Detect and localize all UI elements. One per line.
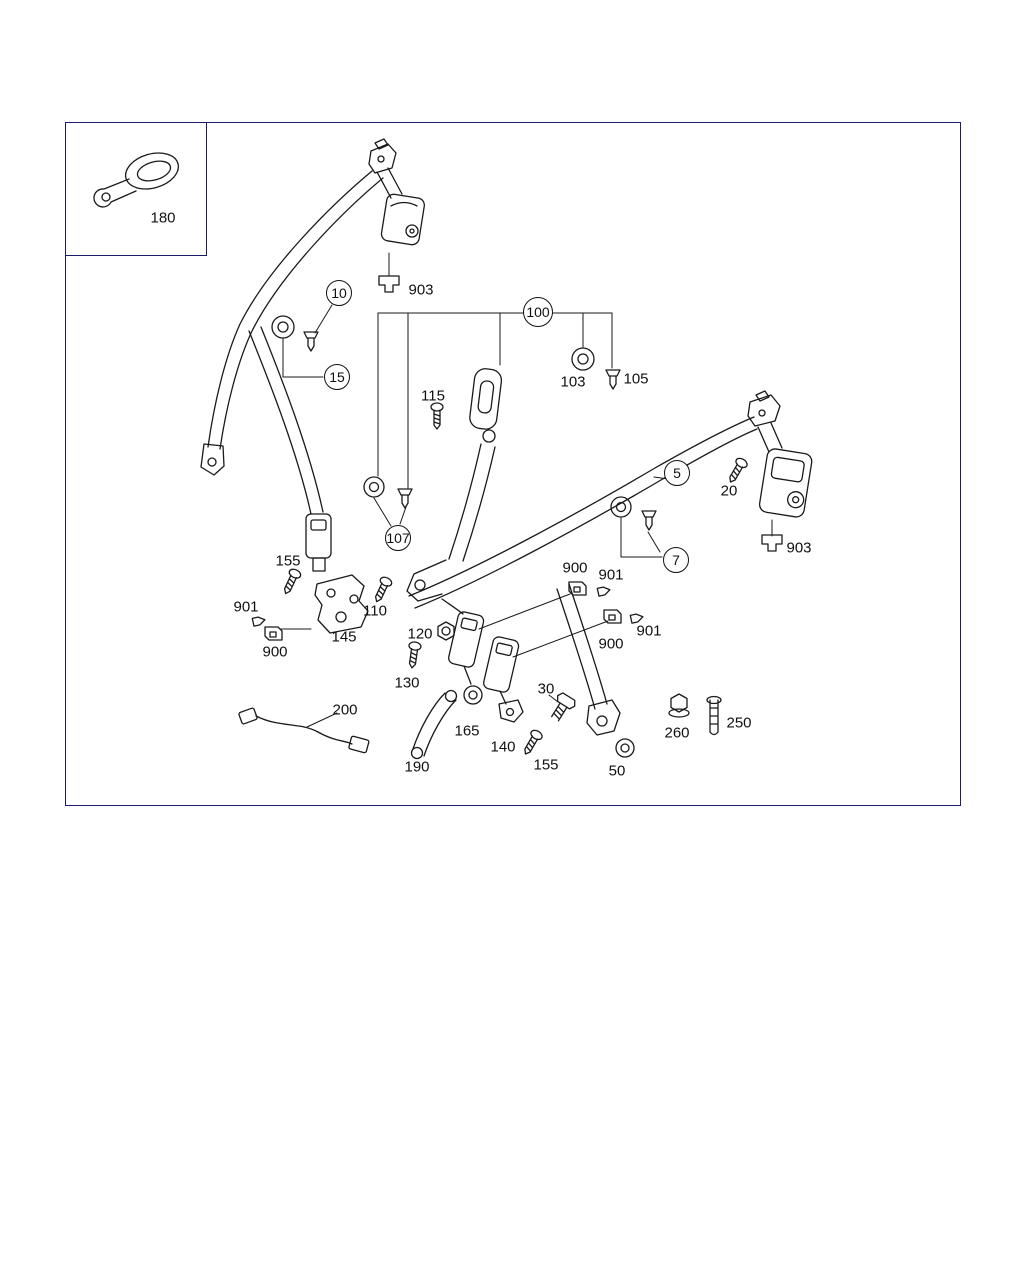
callout-100: 100 (523, 297, 553, 327)
part-number-180: 180 (150, 209, 176, 227)
callout-10: 10 (326, 280, 352, 306)
part-number-103: 103 (560, 373, 586, 391)
part-number-900-left: 900 (262, 643, 288, 661)
part-number-115: 115 (421, 387, 445, 405)
part-number-130: 130 (394, 674, 420, 692)
part-number-145: 145 (331, 628, 357, 646)
part-number-901-mid: 901 (598, 566, 624, 584)
part-number-165: 165 (454, 722, 480, 740)
part-number-260: 260 (664, 724, 690, 742)
part-number-140: 140 (490, 738, 516, 756)
part-number-903-right: 903 (786, 539, 812, 557)
part-number-200: 200 (332, 701, 358, 719)
part-number-110: 110 (363, 602, 387, 620)
part-number-105: 105 (623, 370, 649, 388)
part-number-155-right: 155 (533, 756, 559, 774)
inset-box (65, 122, 207, 256)
callout-107: 107 (385, 525, 411, 551)
callout-15: 15 (324, 364, 350, 390)
part-number-50: 50 (608, 762, 626, 780)
part-number-250: 250 (726, 714, 752, 732)
part-number-20: 20 (720, 482, 738, 500)
part-number-30: 30 (537, 680, 555, 698)
part-number-190: 190 (404, 758, 430, 776)
part-number-901-low: 901 (636, 622, 662, 640)
part-number-901-left: 901 (233, 598, 259, 616)
callout-5: 5 (664, 460, 690, 486)
part-number-900-low: 900 (598, 635, 624, 653)
part-number-903-top: 903 (408, 281, 434, 299)
callout-7: 7 (663, 547, 689, 573)
part-number-155-left: 155 (275, 552, 301, 570)
part-number-900-mid: 900 (562, 559, 588, 577)
part-number-120: 120 (407, 625, 433, 643)
